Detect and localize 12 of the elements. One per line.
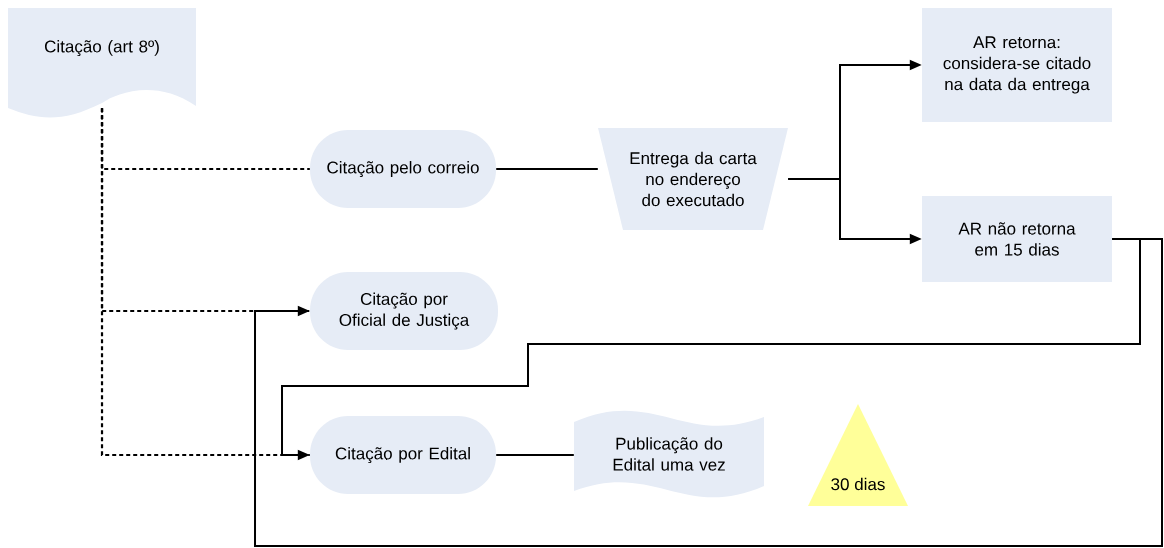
rounded-box: Citação por Edital <box>310 416 496 494</box>
connector-line <box>495 454 575 456</box>
rounded-box: Citação por Oficial de Justiça <box>310 272 498 350</box>
arrow <box>254 238 1163 547</box>
connector-line <box>495 168 599 170</box>
triangle: 30 dias <box>808 404 908 506</box>
wavy-box: Publicação do Edital uma vez <box>574 410 764 498</box>
process-box: AR retorna: considera-se citado na data da entrega <box>922 8 1112 122</box>
dotted-line <box>100 108 310 457</box>
process-box: AR não retorna em 15 dias <box>922 196 1112 282</box>
trapezoid-box: Entrega da carta no endereço do executado <box>598 128 788 230</box>
rounded-box: Citação pelo correio <box>310 130 496 208</box>
